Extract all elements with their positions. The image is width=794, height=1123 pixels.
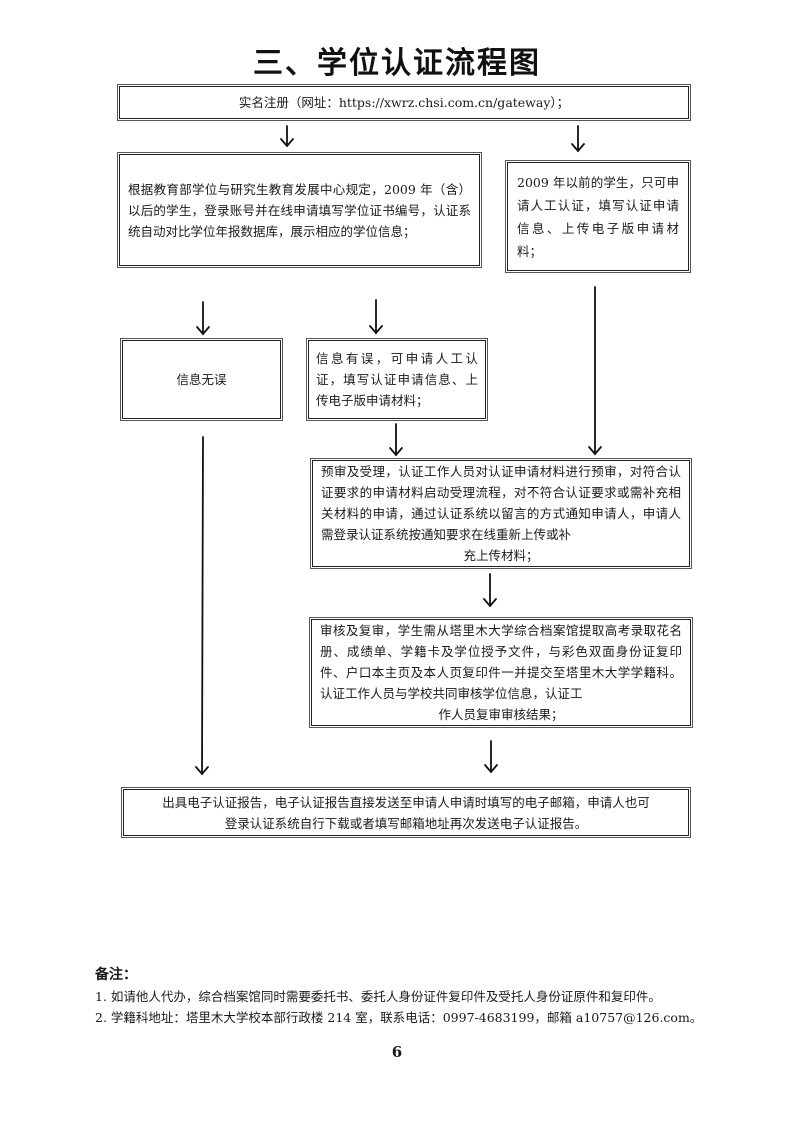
node-review-text: 审核及复审，学生需从塔里木大学综合档案馆提取高考录取花名册、成绩单、学籍卡及学位… [320, 623, 682, 701]
node-review-tail: 作人员复审审核结果； [438, 707, 564, 722]
node-report-line2: 登录认证系统自行下载或者填写邮箱地址再次发送电子认证报告。 [224, 815, 588, 831]
node-info-correct-text: 信息无误 [176, 372, 227, 387]
node-before-2009: 2009 年以前的学生，只可申请人工认证，填写认证申请信息、上传电子版申请材料； [505, 160, 691, 273]
arrow-pre-review-to-review [483, 573, 497, 608]
node-report: 出具电子认证报告，电子认证报告直接发送至申请人申请时填写的电子邮箱，申请人也可 … [121, 787, 691, 838]
note-item: 1. 如请他人代办，综合档案馆同时需要委托书、委托人身份证件复印件及受托人身份证… [95, 989, 661, 1004]
arrow-before2009-to-pre-review [588, 286, 602, 456]
node-register: 实名注册（网址：https://xwrz.chsi.com.cn/gateway… [117, 84, 691, 121]
arrow-register-to-before2009 [571, 125, 585, 153]
node-review: 审核及复审，学生需从塔里木大学综合档案馆提取高考录取花名册、成绩单、学籍卡及学位… [309, 617, 693, 728]
node-pre-review-tail: 充上传材料； [463, 548, 539, 563]
arrow-after2009-to-info-error [369, 299, 383, 335]
arrow-register-to-after2009 [280, 125, 294, 148]
node-pre-review-text: 预审及受理，认证工作人员对认证申请材料进行预审，对符合认证要求的申请材料启动受理… [321, 464, 681, 542]
note-item: 2. 学籍科地址：塔里木大学校本部行政楼 214 室，联系电话：0997-468… [95, 1010, 703, 1025]
node-pre-review: 预审及受理，认证工作人员对认证申请材料进行预审，对符合认证要求的申请材料启动受理… [310, 458, 692, 569]
node-after-2009: 根据教育部学位与研究生教育发展中心规定，2009 年（含）以后的学生，登录账号并… [117, 152, 482, 268]
node-info-error-text: 信息有误，可申请人工认证，填写认证申请信息、上传电子版申请材料； [316, 351, 478, 408]
notes-section: 备注： 1. 如请他人代办，综合档案馆同时需要委托书、委托人身份证件复印件及受托… [95, 965, 702, 1028]
node-register-text: 实名注册（网址：https://xwrz.chsi.com.cn/gateway… [238, 95, 570, 110]
page-title: 三、学位认证流程图 [253, 46, 541, 81]
arrow-info-error-to-pre-review [389, 423, 403, 457]
arrow-info-correct-to-report [195, 436, 209, 776]
node-report-line1: 出具电子认证报告，电子认证报告直接发送至申请人申请时填写的电子邮箱，申请人也可 [162, 794, 650, 810]
page-number: 6 [391, 1043, 403, 1061]
arrow-after2009-to-info-correct [196, 301, 210, 336]
node-after-2009-text: 根据教育部学位与研究生教育发展中心规定，2009 年（含）以后的学生，登录账号并… [128, 181, 471, 239]
arrow-review-to-report [484, 740, 498, 774]
node-info-correct: 信息无误 [120, 338, 283, 421]
node-before-2009-text: 2009 年以前的学生，只可申请人工认证，填写认证申请信息、上传电子版申请材料； [517, 174, 679, 259]
node-info-error: 信息有误，可申请人工认证，填写认证申请信息、上传电子版申请材料； [306, 338, 488, 421]
notes-header: 备注： [95, 967, 137, 983]
